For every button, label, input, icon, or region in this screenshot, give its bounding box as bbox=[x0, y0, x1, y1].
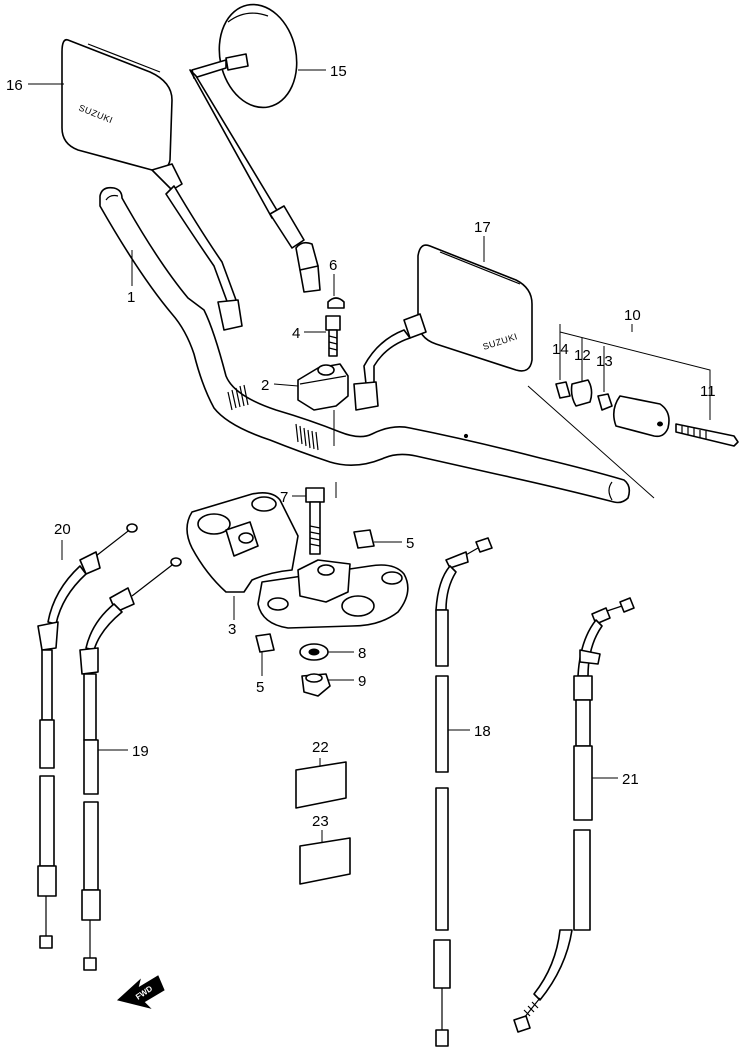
part-number-15: 15 bbox=[330, 63, 347, 80]
screw-part-11 bbox=[675, 423, 739, 447]
right-mirror: SUZUKI bbox=[353, 244, 533, 411]
handlebar bbox=[99, 186, 631, 504]
part-number-10: 10 bbox=[624, 307, 641, 324]
throttle-cable-20 bbox=[37, 523, 138, 949]
part-number-7: 7 bbox=[280, 489, 288, 506]
washer-part-8 bbox=[299, 643, 329, 661]
cushion-part-5-lower bbox=[255, 633, 275, 653]
part-number-22: 22 bbox=[312, 739, 329, 756]
part-number-8: 8 bbox=[358, 645, 366, 662]
sticker-part-22 bbox=[295, 761, 347, 809]
part-number-5-upper: 5 bbox=[406, 535, 414, 552]
part-number-6: 6 bbox=[329, 257, 337, 274]
forward-arrow-icon: FWD bbox=[116, 975, 165, 1009]
part-number-11: 11 bbox=[700, 383, 716, 400]
part-number-12: 12 bbox=[574, 347, 591, 364]
washer-part-14 bbox=[555, 381, 571, 399]
part-number-21: 21 bbox=[622, 771, 639, 788]
part-number-3: 3 bbox=[228, 621, 236, 638]
balancer-assembly bbox=[527, 324, 739, 499]
leader-2 bbox=[273, 383, 299, 387]
part-number-14: 14 bbox=[552, 341, 569, 358]
balancer-weight bbox=[612, 395, 670, 438]
round-mirror bbox=[189, 3, 321, 293]
part-number-1: 1 bbox=[127, 289, 135, 306]
part-number-9: 9 bbox=[358, 673, 366, 690]
left-mirror: SUZUKI bbox=[61, 38, 243, 331]
part-number-2: 2 bbox=[261, 377, 269, 394]
part-number-4: 4 bbox=[292, 325, 300, 342]
nut-part-13 bbox=[597, 393, 613, 411]
part-number-20: 20 bbox=[54, 521, 71, 538]
part-number-19: 19 bbox=[132, 743, 149, 760]
throttle-cable-19 bbox=[79, 557, 182, 971]
part-number-13: 13 bbox=[596, 353, 613, 370]
part-number-5-lower: 5 bbox=[256, 679, 264, 696]
cushion-part-5-upper bbox=[353, 529, 375, 549]
lower-holder-part-3 bbox=[186, 492, 409, 629]
bolt-part-4 bbox=[325, 315, 341, 357]
upper-holder-part-2 bbox=[297, 363, 349, 411]
cap-part-6 bbox=[327, 297, 345, 309]
bolt-part-7 bbox=[305, 487, 325, 555]
nut-part-9 bbox=[301, 673, 331, 697]
part-number-17: 17 bbox=[474, 219, 491, 236]
cable-21 bbox=[513, 597, 635, 1033]
part-number-23: 23 bbox=[312, 813, 329, 830]
spacer-part-12 bbox=[570, 379, 593, 407]
sticker-part-23 bbox=[299, 837, 351, 885]
part-number-18: 18 bbox=[474, 723, 491, 740]
part-number-16: 16 bbox=[6, 77, 23, 94]
clutch-cable-18 bbox=[433, 537, 493, 1047]
